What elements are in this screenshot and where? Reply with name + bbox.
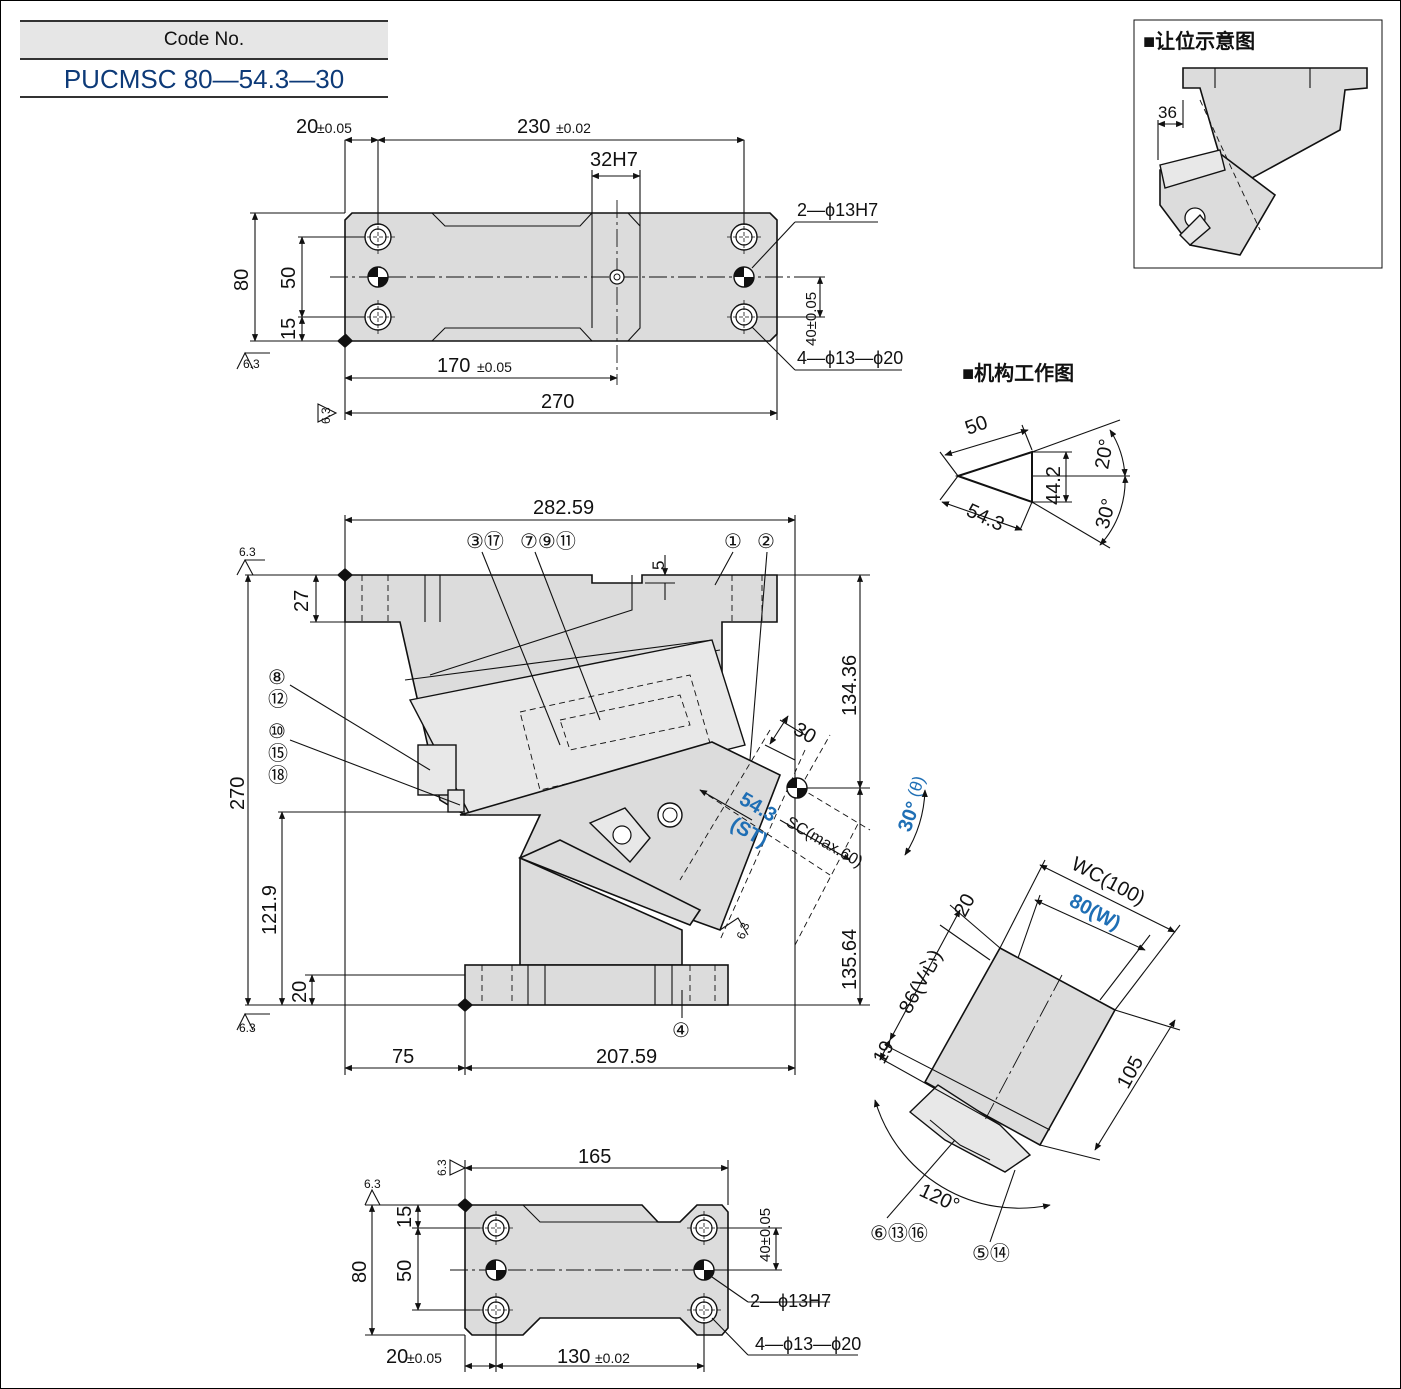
top-callout-h7: 2—ϕ13H7	[797, 200, 878, 220]
top-dim-270: 270	[541, 391, 574, 413]
bottom-dim-20: 20	[386, 1346, 408, 1368]
front-view	[236, 515, 928, 1075]
label-7-9-11: ⑦⑨⑪	[520, 530, 576, 553]
front-dim-270: 270	[227, 777, 249, 810]
top-tol-230: ±0.02	[556, 120, 591, 136]
clearance-dim-36: 36	[1158, 103, 1177, 122]
front-dim-121: 121.9	[259, 885, 281, 935]
bottom-rough-a: 6.3	[364, 1177, 381, 1191]
mech-dim-54: 54.3	[963, 500, 1008, 536]
front-dim-27: 27	[291, 590, 313, 612]
bottom-view	[364, 1159, 858, 1372]
bottom-tol-20: ±0.05	[407, 1350, 442, 1366]
top-dim-170: 170	[437, 355, 470, 377]
mech-angle-30: 30°	[1092, 496, 1121, 531]
clearance-diagram	[1133, 19, 1383, 269]
top-callout-cb: 4—ϕ13—ϕ20	[797, 348, 903, 368]
label-6-13-16: ⑥⑬⑯	[870, 1222, 928, 1245]
top-dim-40: 40±0.05	[803, 292, 820, 346]
label-8: ⑧	[268, 667, 286, 689]
side-dim-20: 20	[950, 890, 980, 920]
clearance-labels: ■让位示意图 36	[1143, 29, 1255, 122]
front-rough-c: 6.3	[734, 920, 753, 941]
front-dim-5: 5	[649, 561, 668, 570]
bottom-view-labels: 165 15 80 50 40±0.05 20 ±0.05 130 ±0.02 …	[349, 1146, 861, 1368]
label-3-17: ③⑰	[466, 530, 504, 553]
front-rough-a: 6.3	[239, 545, 256, 559]
side-dim-86: 86(V心)	[895, 946, 947, 1017]
side-dim-105: 105	[1113, 1053, 1148, 1093]
code-label: Code No.	[20, 20, 388, 60]
top-rough-a: 6.3	[243, 357, 260, 371]
front-dim-20: 20	[289, 981, 311, 1003]
code-value: PUCMSC 80—54.3—30	[20, 60, 388, 98]
bottom-dim-80: 80	[349, 1261, 371, 1283]
front-dim-30: 30	[790, 718, 820, 748]
top-tol-170: ±0.05	[477, 359, 512, 375]
top-dim-20: 20	[296, 116, 318, 138]
front-angle: 30°	[894, 799, 925, 835]
front-dim-75: 75	[392, 1046, 414, 1068]
label-12: ⑫	[268, 688, 288, 711]
front-dim-135: 135.64	[839, 929, 861, 990]
bottom-dim-50: 50	[394, 1260, 416, 1282]
top-view	[236, 136, 902, 423]
bottom-tol-130: ±0.02	[595, 1350, 630, 1366]
label-4: ④	[672, 1020, 690, 1042]
code-box: Code No. PUCMSC 80—54.3—30	[20, 20, 388, 98]
side-view	[873, 859, 1181, 1243]
top-dim-230: 230	[517, 116, 550, 138]
bottom-dim-165: 165	[578, 1146, 611, 1168]
bottom-dim-15: 15	[394, 1206, 416, 1228]
bottom-callout-cb: 4—ϕ13—ϕ20	[755, 1334, 861, 1354]
top-view-labels: 20 ±0.05 230 ±0.02 32H7 80 50 15 170 ±0.…	[231, 116, 903, 424]
label-2: ②	[757, 531, 775, 553]
bottom-callout-h7: 2—ϕ13H7	[750, 1291, 831, 1311]
mech-angle-20: 20°	[1091, 437, 1118, 471]
front-rough-b: 6.3	[239, 1021, 256, 1035]
front-dim-207: 207.59	[596, 1046, 657, 1068]
top-tol-20: ±0.05	[317, 120, 352, 136]
front-dim-134: 134.36	[839, 655, 861, 716]
mech-dim-44: 44.2	[1043, 466, 1065, 505]
label-10: ⑩	[268, 721, 286, 743]
label-15: ⑮	[268, 742, 288, 765]
mechanism-diagram	[939, 419, 1130, 549]
front-dim-282: 282.59	[533, 497, 594, 519]
label-18: ⑱	[268, 764, 288, 787]
top-dim-32h7: 32H7	[590, 149, 638, 171]
top-dim-15: 15	[278, 318, 300, 340]
mech-dim-50: 50	[962, 411, 990, 439]
bottom-dim-40: 40±0.05	[757, 1208, 774, 1262]
mechanism-title: ■机构工作图	[962, 361, 1074, 385]
label-1: ①	[724, 531, 742, 553]
side-dim-19: 19	[869, 1037, 899, 1067]
top-dim-50: 50	[278, 267, 300, 289]
bottom-dim-130: 130	[557, 1346, 590, 1368]
side-angle-120: 120°	[916, 1180, 963, 1217]
clearance-title: ■让位示意图	[1143, 29, 1255, 53]
top-dim-80: 80	[231, 269, 253, 291]
label-5-14: ⑤⑭	[972, 1242, 1010, 1265]
bottom-rough-b: 6.3	[435, 1159, 449, 1176]
top-rough-b: 6.3	[319, 407, 333, 424]
